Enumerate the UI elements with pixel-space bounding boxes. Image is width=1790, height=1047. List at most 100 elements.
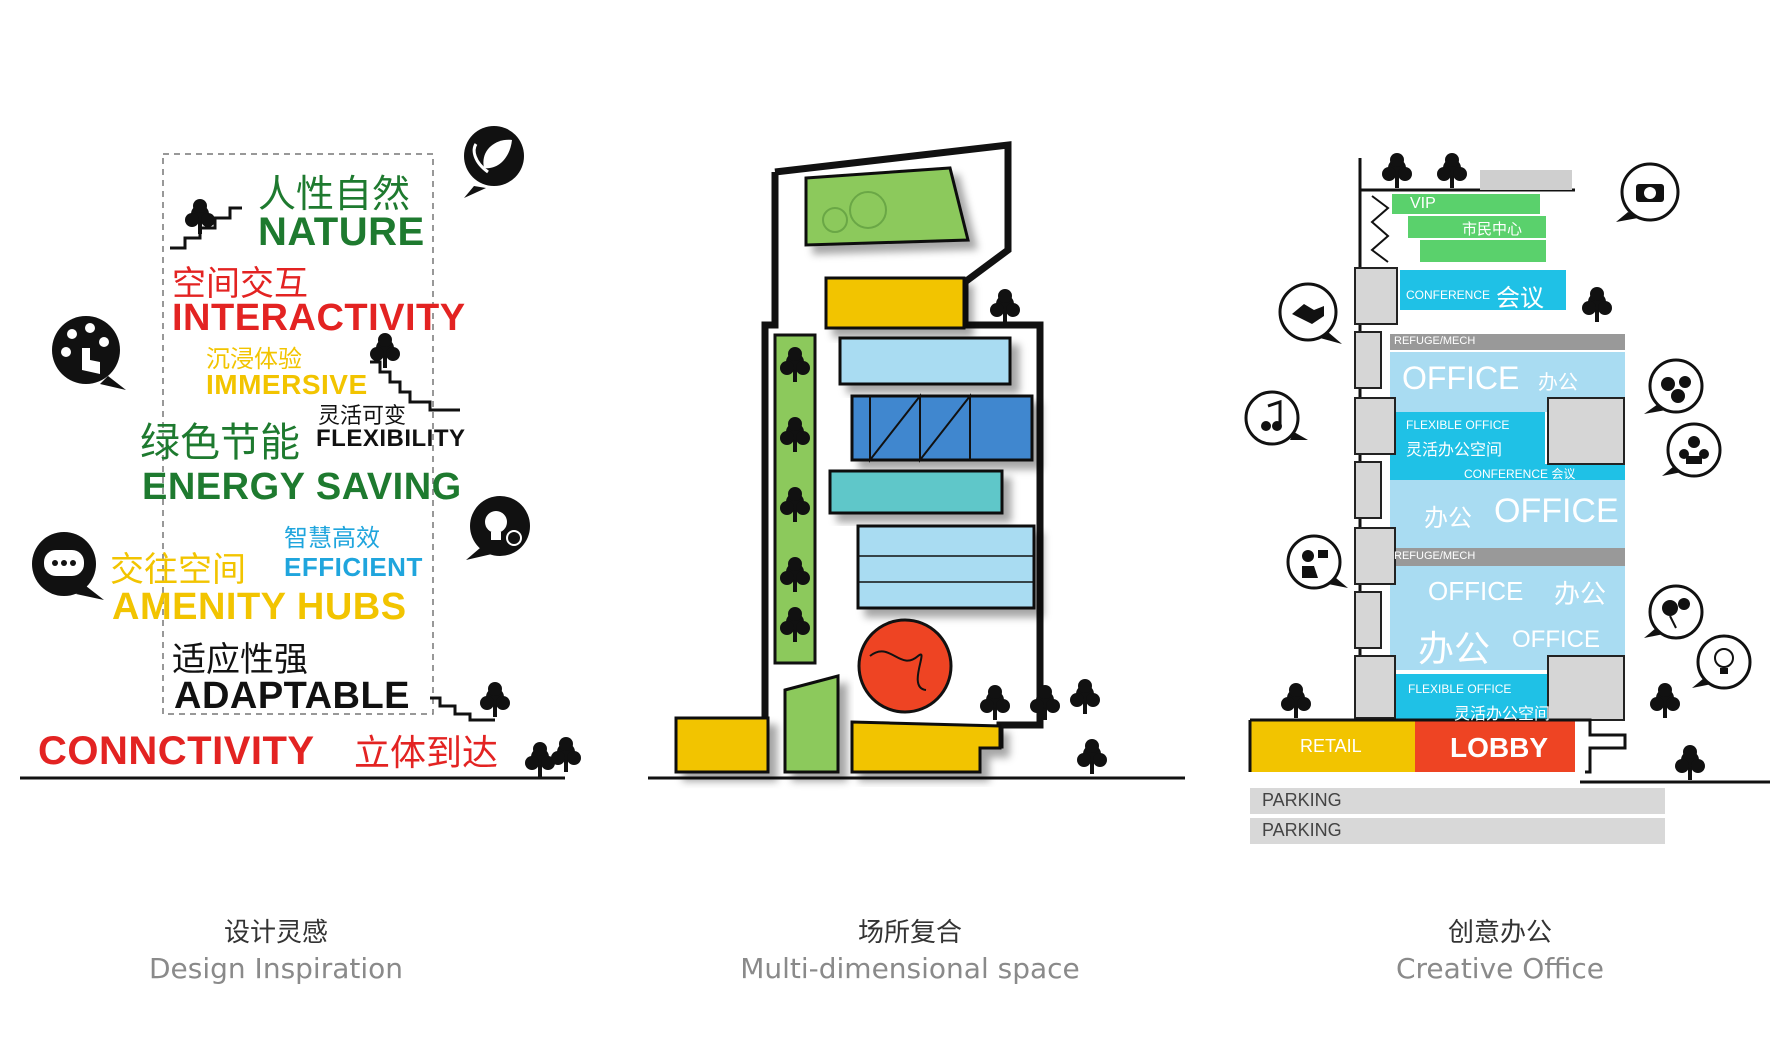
retail-label: RETAIL xyxy=(1300,736,1362,756)
interactivity-en: INTERACTIVITY xyxy=(172,297,466,339)
connectivity-cn: 立体到达 xyxy=(354,733,499,774)
presenter-icon xyxy=(1286,534,1348,590)
panel-2-caption-en: Multi-dimensional space xyxy=(740,952,1080,985)
office-3-cn: 办公 xyxy=(1554,579,1607,609)
leaf-icon xyxy=(464,126,524,198)
tree xyxy=(525,742,555,777)
energy-cn: 绿色节能 xyxy=(140,420,300,466)
conference-top-cn: 会议 xyxy=(1496,285,1544,312)
connectivity-en: CONNCTIVITY xyxy=(38,729,315,773)
tree xyxy=(1030,685,1060,720)
conference-mid-label: CONFERENCE 会议 xyxy=(1464,467,1576,481)
refuge-label-2: REFUGE/MECH xyxy=(1394,550,1476,562)
music-note-icon xyxy=(1244,390,1308,446)
people-group-icon xyxy=(1644,358,1704,414)
panel-3-caption-en: Creative Office xyxy=(1395,952,1605,985)
yellow-block-low xyxy=(674,716,770,774)
tree xyxy=(1281,683,1311,718)
office-floor-3 xyxy=(1390,566,1625,616)
orange-circle xyxy=(857,618,953,714)
office-1-en: OFFICE xyxy=(1402,360,1520,396)
network-hand-icon xyxy=(52,316,126,390)
refuge-label-1: REFUGE/MECH xyxy=(1394,335,1476,347)
refuge-floor-2 xyxy=(1390,548,1625,566)
office-2-cn: 办公 xyxy=(1424,505,1472,532)
office-2-en: OFFICE xyxy=(1494,492,1619,530)
immersive-cn: 沉浸体验 xyxy=(206,345,302,373)
flexibility-cn: 灵活可变 xyxy=(318,404,407,429)
panel-2-caption-cn: 场所复合 xyxy=(857,918,962,948)
conference-floor xyxy=(1400,270,1566,310)
civic-floor xyxy=(1408,216,1546,238)
stairs-top xyxy=(170,206,242,250)
tree xyxy=(551,737,581,772)
green-block xyxy=(804,166,970,247)
light-blue-block-2 xyxy=(856,524,1036,610)
flex-floor-1 xyxy=(1390,412,1545,464)
flex-1-cn: 灵活办公空间 xyxy=(1406,442,1503,459)
tree xyxy=(1382,153,1412,188)
nature-en: NATURE xyxy=(258,210,425,254)
flex-2-cn: 灵活办公空间 xyxy=(1454,706,1551,723)
yellow-block xyxy=(824,276,966,330)
panel-3-caption-cn: 创意办公 xyxy=(1447,918,1552,948)
flexibility-en: FLEXIBILITY xyxy=(316,425,466,452)
retail-floor xyxy=(1250,720,1415,772)
handshake-icon xyxy=(1278,282,1342,344)
panel-1-caption-en: Design Inspiration xyxy=(148,952,404,985)
yellow-base-block xyxy=(850,720,1002,774)
tree xyxy=(1437,153,1467,188)
tree xyxy=(1650,683,1680,718)
immersive-en: IMMERSIVE xyxy=(206,369,368,400)
tree xyxy=(1070,679,1100,714)
interactivity-cn: 空间交互 xyxy=(172,264,308,304)
efficient-cn: 智慧高效 xyxy=(284,524,380,552)
inspiration-graphics xyxy=(20,126,581,780)
conference-top-en: CONFERENCE xyxy=(1406,288,1491,302)
light-blue-block xyxy=(838,336,1012,386)
conference-floor-2 xyxy=(1390,464,1625,480)
office-1-cn: 办公 xyxy=(1538,372,1578,394)
vip-floor xyxy=(1392,194,1540,214)
panel-1-caption-cn: 设计灵感 xyxy=(223,918,328,948)
parking-label-1: PARKING xyxy=(1262,790,1342,810)
civic-label: 市民中心 xyxy=(1462,221,1523,238)
lobby-floor xyxy=(1415,720,1575,772)
section-graphics xyxy=(648,141,1185,780)
stairs-bottom xyxy=(430,696,495,722)
stairs-middle xyxy=(370,360,460,412)
tree xyxy=(1077,739,1107,774)
office-4-en: OFFICE xyxy=(1512,626,1600,653)
chat-icon xyxy=(32,532,104,600)
flex-2-en: FLEXIBLE OFFICE xyxy=(1408,682,1512,696)
nature-cn: 人性自然 xyxy=(258,172,411,216)
efficient-en: EFFICIENT xyxy=(284,552,423,582)
dashed-frame xyxy=(162,153,434,715)
lightbulb-icon xyxy=(1692,634,1752,690)
parking-floor-1 xyxy=(1250,788,1665,814)
tree xyxy=(990,289,1020,324)
parking-label-2: PARKING xyxy=(1262,820,1342,840)
tree xyxy=(480,682,510,717)
tree xyxy=(980,685,1010,720)
tree xyxy=(1675,745,1705,780)
meeting-icon xyxy=(1662,422,1722,478)
green-block-low xyxy=(783,674,840,774)
office-graphics xyxy=(1244,153,1770,844)
office-floor-2 xyxy=(1390,480,1625,548)
green-floor xyxy=(1420,240,1546,262)
teal-block xyxy=(828,469,1004,515)
camera-icon xyxy=(1616,162,1680,222)
adaptable-en: ADAPTABLE xyxy=(174,675,411,717)
amenity-en: AMENITY HUBS xyxy=(112,586,407,628)
blue-block xyxy=(850,394,1034,462)
tree xyxy=(1582,287,1612,322)
amenity-cn: 交往空间 xyxy=(110,550,246,590)
building-outline-left xyxy=(761,172,779,735)
lightbulb-icon xyxy=(466,496,530,560)
energy-en: ENERGY SAVING xyxy=(142,466,462,508)
parking-floor-2 xyxy=(1250,818,1665,844)
office-4-cn: 办公 xyxy=(1418,628,1491,669)
